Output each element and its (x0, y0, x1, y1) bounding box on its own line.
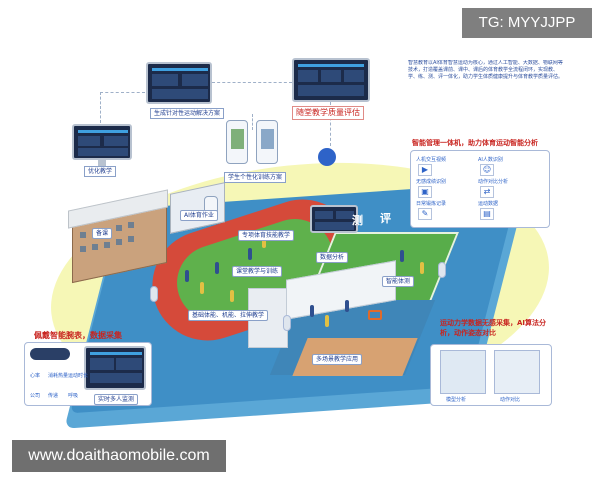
tag-smart-test: 智能体测 (382, 276, 415, 287)
pose-image-b (494, 350, 540, 394)
label-optimize-teaching: 优化教学 (84, 166, 117, 177)
rocket-icon (318, 148, 336, 166)
video-icon: ▶ (418, 164, 432, 176)
record-icon: ✎ (418, 208, 432, 220)
data-icon: ▤ (480, 208, 494, 220)
student-figure (230, 290, 234, 302)
wristband-caption: 实时多人监测 (94, 394, 139, 405)
tag-ai-homework: AI体育作业 (180, 210, 218, 221)
tag-pe-teaching: 课堂教学与训练 (232, 266, 283, 277)
window (128, 222, 134, 228)
window (128, 236, 134, 242)
tag-basic-sport: 基础体能、机能、拉伸教学 (188, 310, 269, 321)
dashboard-monitor-left (146, 62, 212, 104)
window (116, 239, 122, 245)
footer-url-banner: www.doaithaomobile.com (12, 440, 226, 472)
wrist-icon-4: 传递 (48, 393, 59, 399)
tag-special-course: 专项体育技能教学 (238, 230, 295, 241)
student-figure (420, 262, 424, 274)
student-figure (325, 315, 329, 327)
right-item-0: 人机交互视频 (416, 157, 447, 163)
score-icon: ▣ (418, 186, 432, 198)
student-figure (345, 300, 349, 312)
window (80, 232, 86, 238)
window (80, 246, 86, 252)
right-item-3: 动作对比分析 (478, 179, 509, 185)
ring-text-test: 测 (352, 214, 363, 227)
intro-paragraph: 智慧教育以AI体育智慧运动为核心，通过人工智能、大数据、物联网等技术，打造覆盖课… (408, 60, 564, 80)
window (92, 244, 98, 250)
window (104, 242, 110, 248)
right-panel-title: 智能管理一体机，助力体育运动智能分析 (412, 139, 538, 147)
kiosk (283, 315, 291, 331)
tag-data-analysis: 数据分析 (316, 252, 349, 263)
student-figure (248, 248, 252, 260)
pose-image-a (440, 350, 486, 394)
pose-caption-b: 动作对比 (500, 397, 521, 403)
connector-line (100, 92, 145, 123)
ring-text-eval: 评 (380, 212, 391, 225)
wrist-icon-2: 运动时长 (68, 373, 89, 379)
tag-preview: 备课 (92, 228, 113, 239)
student-figure (400, 250, 404, 262)
wrist-icon-5: 呼吸 (68, 393, 79, 399)
watermark-badge: TG: MYYJJPP (462, 8, 592, 38)
phone-screen-left (226, 120, 248, 164)
kiosk (438, 262, 446, 278)
student-figure (200, 282, 204, 294)
wrist-icon-0: 心率 (30, 373, 41, 379)
optimize-monitor (72, 124, 132, 160)
connector-line (252, 114, 253, 130)
compare-icon: ⇄ (480, 186, 494, 198)
student-figure (185, 270, 189, 282)
monitor-stand (98, 160, 106, 166)
connector-line (212, 82, 292, 83)
wristband-icon (30, 348, 70, 360)
window (116, 225, 122, 231)
outdoor-screen (310, 205, 358, 233)
pose-caption-a: 模型分析 (446, 397, 467, 403)
label-student-training: 学生个性化训练方案 (224, 172, 287, 183)
student-figure (262, 236, 266, 248)
label-quality-eval: 随堂教学质量评估 (292, 106, 364, 120)
mechanics-title: 运动力学数据无感采集，AI算法分析，动作姿态对比 (440, 319, 547, 337)
dashboard-monitor-right (292, 58, 370, 102)
student-figure (215, 262, 219, 274)
right-item-4: 日常锻炼记录 (416, 201, 447, 207)
right-item-5: 运动数据 (478, 201, 499, 207)
phone-screen-right (256, 120, 278, 164)
kiosk (150, 286, 158, 302)
right-item-1: AI人数识别 (478, 157, 503, 163)
basketball-hoop (368, 310, 382, 320)
wrist-icon-1: 消耗热量 (48, 373, 69, 379)
student-figure (310, 305, 314, 317)
wristband-monitor (84, 346, 146, 390)
label-personalized-plan: 生成针对性运动解决方案 (150, 108, 225, 119)
people-icon: ☺ (480, 164, 494, 176)
wrist-icon-3: 公司 (30, 393, 41, 399)
tag-multi-scene: 多场景教学应用 (312, 354, 363, 365)
wristband-title: 佩戴智能腕表，数据采集 (34, 331, 122, 340)
right-item-2: 无感成绩识别 (416, 179, 447, 185)
connector-line (330, 102, 331, 146)
